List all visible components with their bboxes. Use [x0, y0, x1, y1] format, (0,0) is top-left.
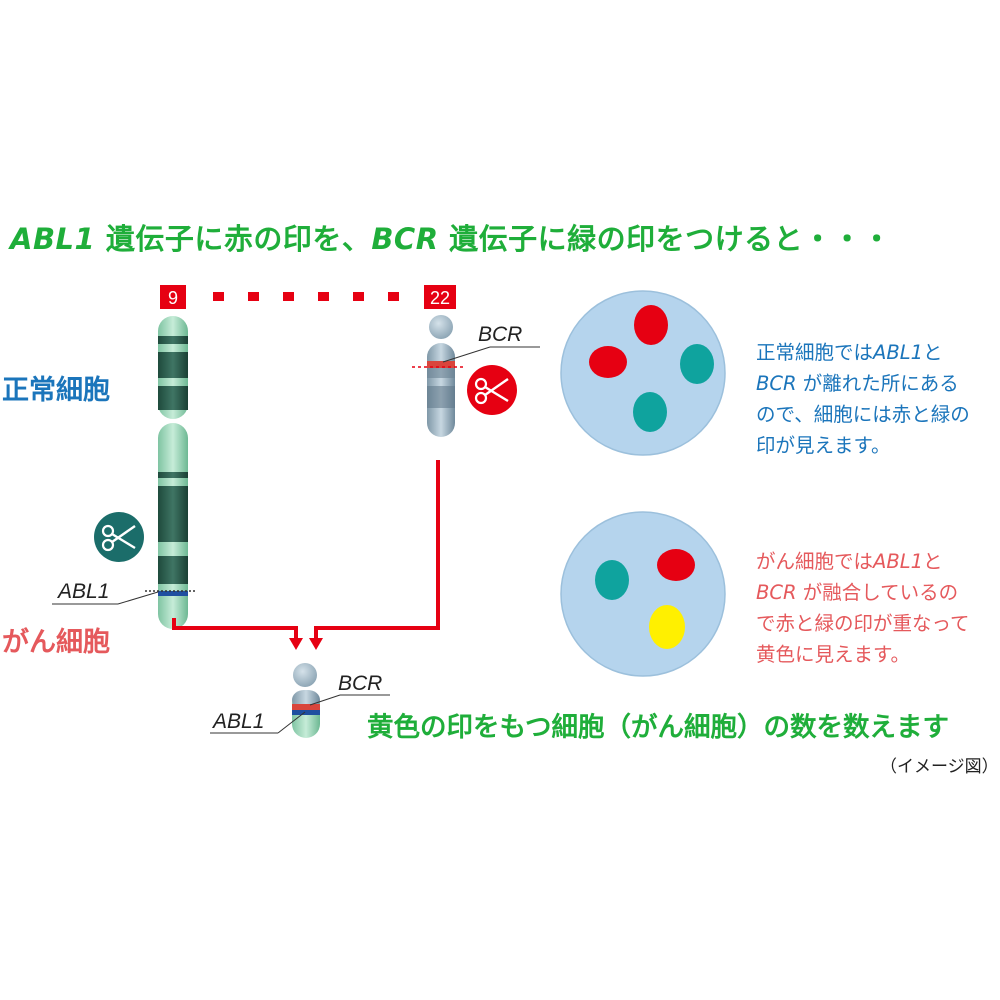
scissors-icon [94, 512, 144, 562]
green-signal-dot [633, 392, 667, 432]
normal-cell-label: 正常細胞 [2, 375, 110, 406]
red-signal-dot [634, 305, 668, 345]
fusion-arrows [172, 460, 440, 640]
red-signal-dot [589, 346, 627, 378]
cancer-cell-label: がん細胞 [2, 627, 110, 658]
fusion-bcr-label: BCR [338, 672, 382, 695]
normal-cell [560, 290, 726, 456]
fusion-abl1-label: ABL1 [211, 710, 264, 733]
scissors-icon [467, 365, 517, 415]
chromosome-22-badge: 22 [424, 285, 456, 309]
cancer-cell [560, 511, 726, 677]
bcr-label: BCR [478, 323, 522, 346]
image-caption: （イメージ図） [880, 757, 999, 777]
chromosome-9-badge: 9 [160, 285, 186, 309]
red-signal-dot [657, 549, 695, 581]
chromosome-9-number: 9 [168, 288, 178, 308]
chromosome-22-number: 22 [430, 288, 450, 308]
title-gene-abl1: ABL1 [10, 222, 96, 256]
title-part2: 遺伝子に緑の印をつけると・・・ [438, 222, 892, 256]
chromosome-22 [412, 315, 466, 437]
abl1-label: ABL1 [56, 580, 109, 603]
count-instruction: 黄色の印をもつ細胞（がん細胞）の数を数えます [367, 712, 949, 743]
normal-cell-description: 正常細胞ではABL1と BCR が離れた所にある ので、細胞には赤と緑の 印が見… [756, 341, 970, 457]
yellow-fusion-dot [649, 605, 685, 649]
title-gene-bcr: BCR [371, 222, 439, 256]
green-signal-dot [595, 560, 629, 600]
dotted-connector [213, 292, 399, 301]
fusion-chromosome [292, 663, 320, 738]
title: ABL1 遺伝子に赤の印を、BCR 遺伝子に緑の印をつけると・・・ [10, 216, 892, 258]
green-signal-dot [680, 344, 714, 384]
chromosome-9 [158, 316, 188, 629]
title-part1: 遺伝子に赤の印を、 [95, 222, 372, 256]
cancer-cell-description: がん細胞ではABL1と BCR が融合しているの で赤と緑の印が重なって 黄色に… [756, 550, 970, 666]
